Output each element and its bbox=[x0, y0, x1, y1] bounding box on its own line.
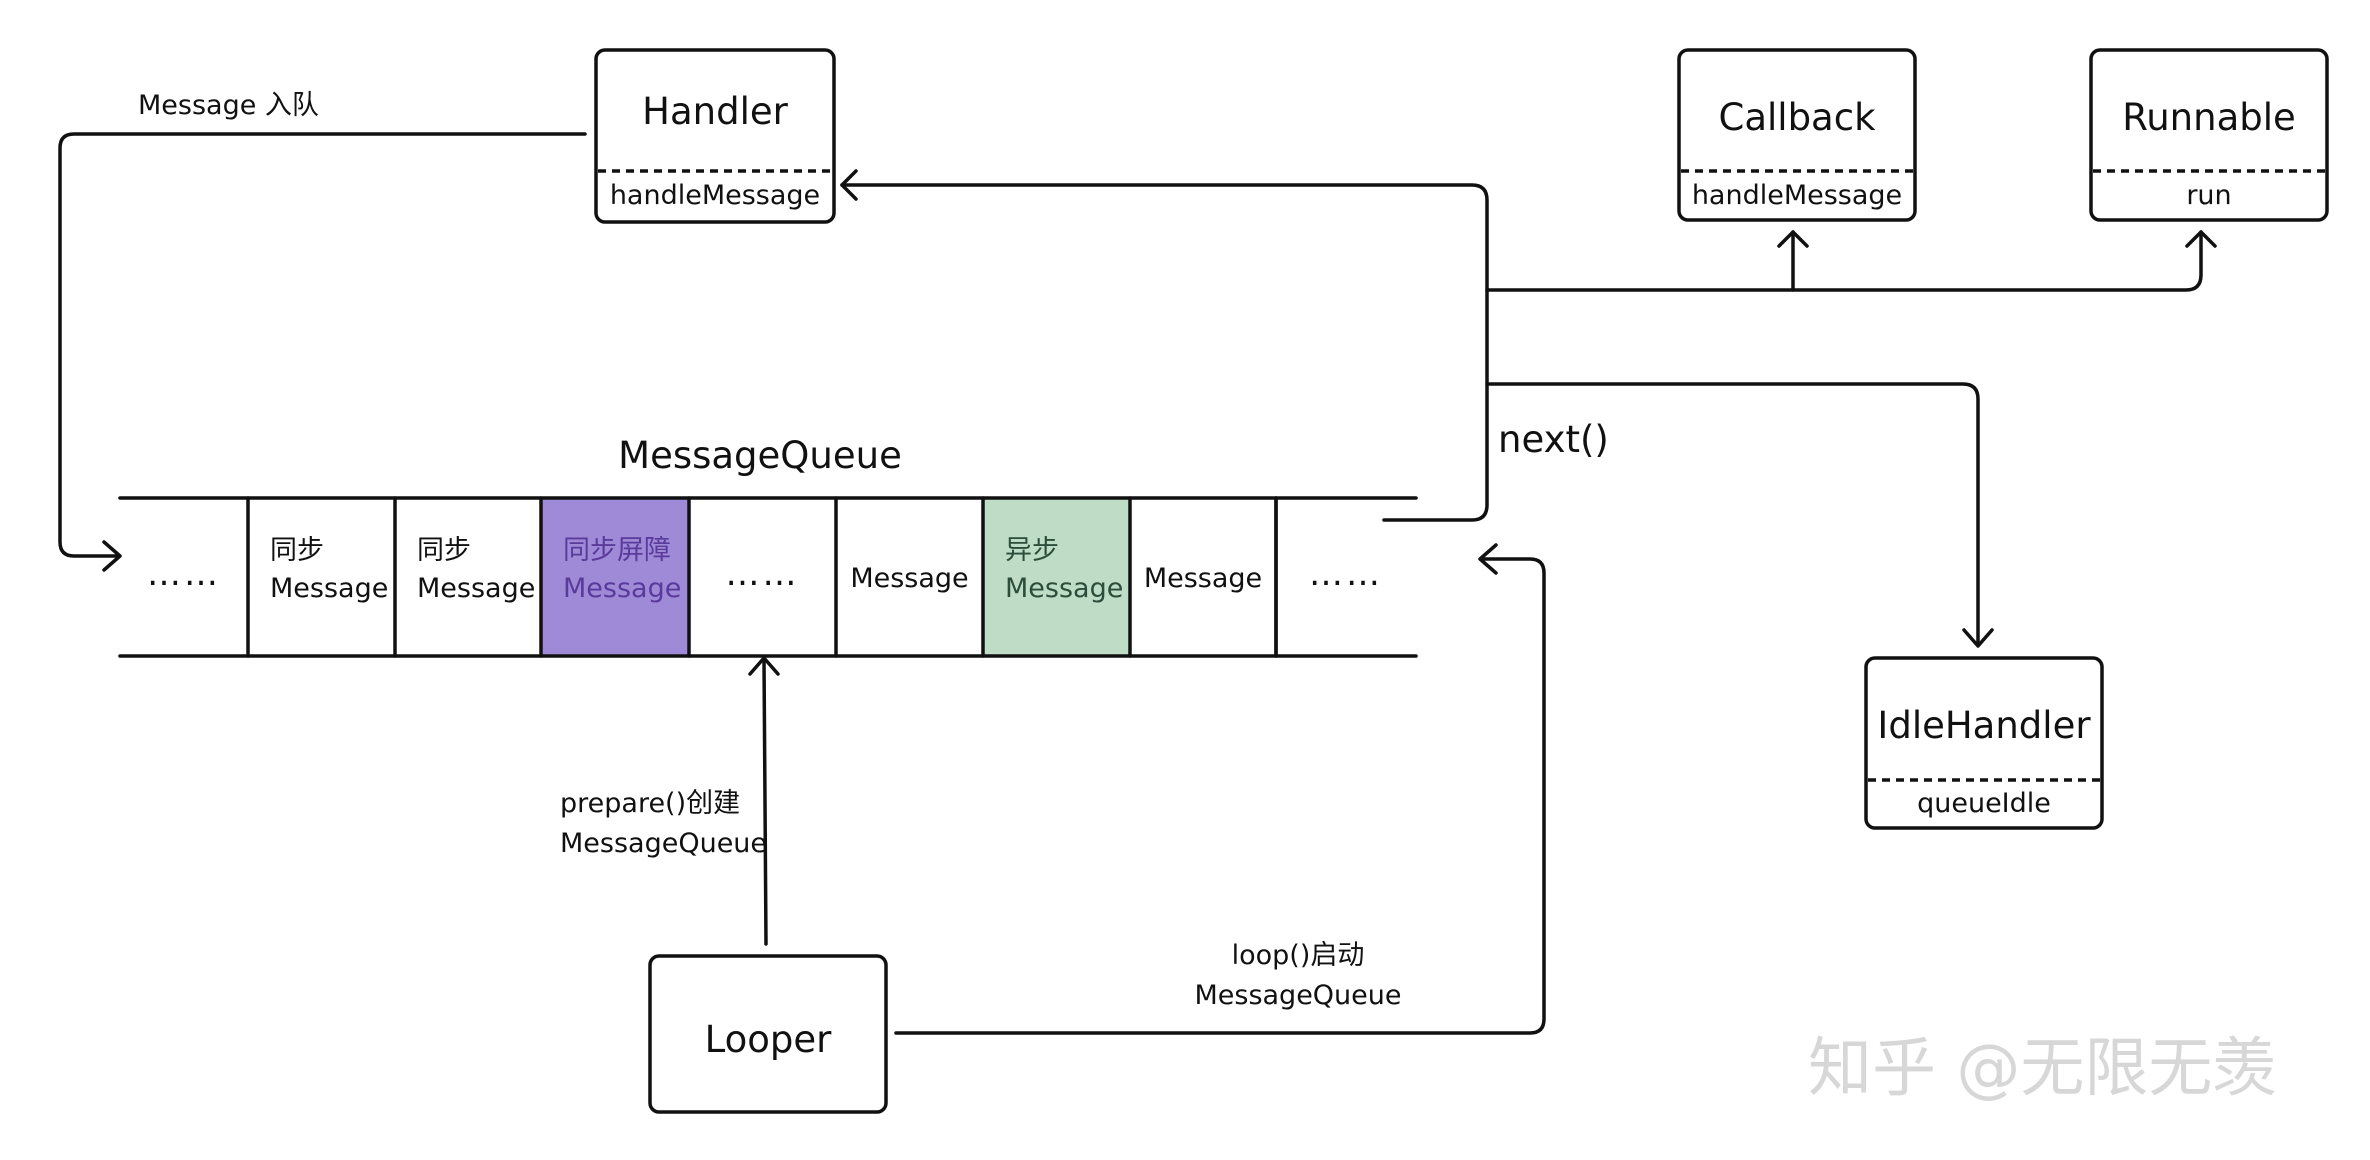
callback-runnable-connector bbox=[1485, 230, 2203, 292]
looper-title: Looper bbox=[705, 1018, 832, 1061]
loop-connector bbox=[894, 557, 1546, 1035]
prepare-label-line1: prepare()创建 bbox=[560, 788, 740, 819]
looper-box: Looper bbox=[648, 954, 888, 1114]
loop-arrowhead bbox=[1478, 543, 1498, 575]
queue-cell-sync: 同步 Message bbox=[246, 496, 388, 658]
handler-box: Handler handleMessage bbox=[594, 48, 836, 224]
queue-cell-label: 同步屏障 bbox=[563, 535, 671, 566]
runnable-method: run bbox=[2186, 180, 2231, 211]
callback-title: Callback bbox=[1719, 96, 1877, 139]
queue-cell-dots: …… bbox=[147, 554, 221, 594]
queue-cell-plain: Message bbox=[1128, 496, 1278, 658]
enqueue-label: Message 入队 bbox=[138, 90, 319, 121]
loop-label-line1: loop()启动 bbox=[1232, 940, 1365, 971]
next-label: next() bbox=[1498, 418, 1609, 461]
queue-cell-label: Message bbox=[1144, 563, 1262, 594]
queue-cell-label: Message bbox=[270, 573, 388, 604]
watermark: 知乎 @无限无羡 bbox=[1808, 1032, 2276, 1106]
handler-method: handleMessage bbox=[610, 180, 820, 211]
idlehandler-method: queueIdle bbox=[1917, 788, 2051, 819]
callback-box: Callback handleMessage bbox=[1677, 48, 1917, 222]
queue-cell-dots: …… bbox=[687, 496, 800, 658]
queue-cell-label: 异步 bbox=[1005, 535, 1059, 566]
runnable-box: Runnable run bbox=[2089, 48, 2329, 222]
runnable-arrowhead bbox=[2185, 230, 2217, 248]
queue-cell-fill bbox=[983, 498, 1130, 656]
prepare-connector bbox=[762, 658, 768, 946]
queue-cell-label: Message bbox=[1005, 573, 1123, 604]
handler-title: Handler bbox=[642, 90, 788, 133]
enqueue-connector bbox=[58, 132, 587, 558]
prepare-arrowhead bbox=[748, 656, 780, 676]
ellipsis-text: …… bbox=[726, 554, 800, 594]
queue-cell-label: Message bbox=[563, 573, 681, 604]
enqueue-arrowhead bbox=[102, 540, 122, 572]
idlehandler-box: IdleHandler queueIdle bbox=[1864, 656, 2104, 830]
prepare-label-line2: MessageQueue bbox=[560, 828, 767, 859]
ellipsis-text: …… bbox=[1309, 554, 1383, 594]
idlehandler-connector bbox=[1485, 382, 1980, 646]
idlehandler-title: IdleHandler bbox=[1877, 704, 2091, 747]
queue-cell-fill bbox=[541, 498, 689, 656]
queue-cell-barrier: 同步屏障 Message bbox=[539, 496, 689, 658]
queue-title: MessageQueue bbox=[618, 434, 902, 477]
loop-label-line2: MessageQueue bbox=[1194, 980, 1401, 1011]
queue-cell-label: Message bbox=[850, 563, 968, 594]
queue-cell-label: Message bbox=[417, 573, 535, 604]
idlehandler-arrowhead bbox=[1962, 628, 1994, 648]
queue-cell-sync: 同步 Message bbox=[393, 496, 535, 658]
queue-cell-dots: …… bbox=[1274, 496, 1383, 658]
callback-method: handleMessage bbox=[1692, 180, 1902, 211]
queue-cell-async: 异步 Message bbox=[981, 496, 1130, 658]
runnable-title: Runnable bbox=[2122, 96, 2296, 139]
queue-cell-label: 同步 bbox=[417, 535, 471, 566]
queue-cell-label: 同步 bbox=[270, 535, 324, 566]
handler-arrowhead bbox=[840, 169, 858, 201]
next-connector bbox=[840, 183, 1489, 522]
ellipsis-text: …… bbox=[147, 554, 221, 594]
callback-arrowhead bbox=[1777, 230, 1809, 248]
queue-cell-plain: Message bbox=[834, 496, 969, 658]
message-queue: …… 同步 Message 同步 Message 同步屏障 Message …… Message… bbox=[147, 496, 1383, 658]
